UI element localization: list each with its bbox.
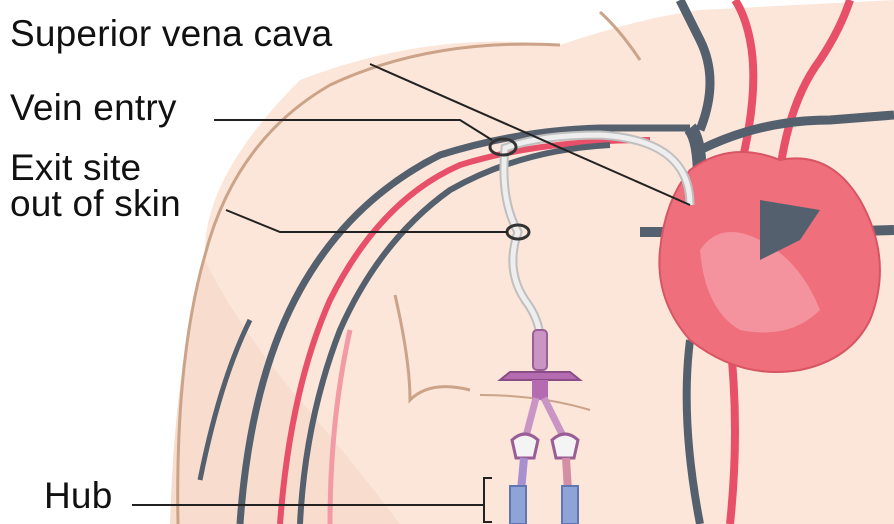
suture-wing xyxy=(500,372,580,380)
clamp-right xyxy=(552,434,578,458)
label-exit-site: Exit site out of skin xyxy=(10,150,181,222)
label-hub: Hub xyxy=(44,478,112,514)
label-exit-site-line2: out of skin xyxy=(10,186,181,222)
clamp-left xyxy=(512,434,538,458)
junction-body xyxy=(532,380,548,400)
label-exit-site-line1: Exit site xyxy=(10,150,181,186)
hub-connector-right xyxy=(562,486,578,524)
catheter-sleeve xyxy=(533,330,547,370)
label-superior-vena-cava: Superior vena cava xyxy=(10,16,332,52)
hub-connector-left xyxy=(510,486,526,524)
label-vein-entry: Vein entry xyxy=(10,90,177,126)
